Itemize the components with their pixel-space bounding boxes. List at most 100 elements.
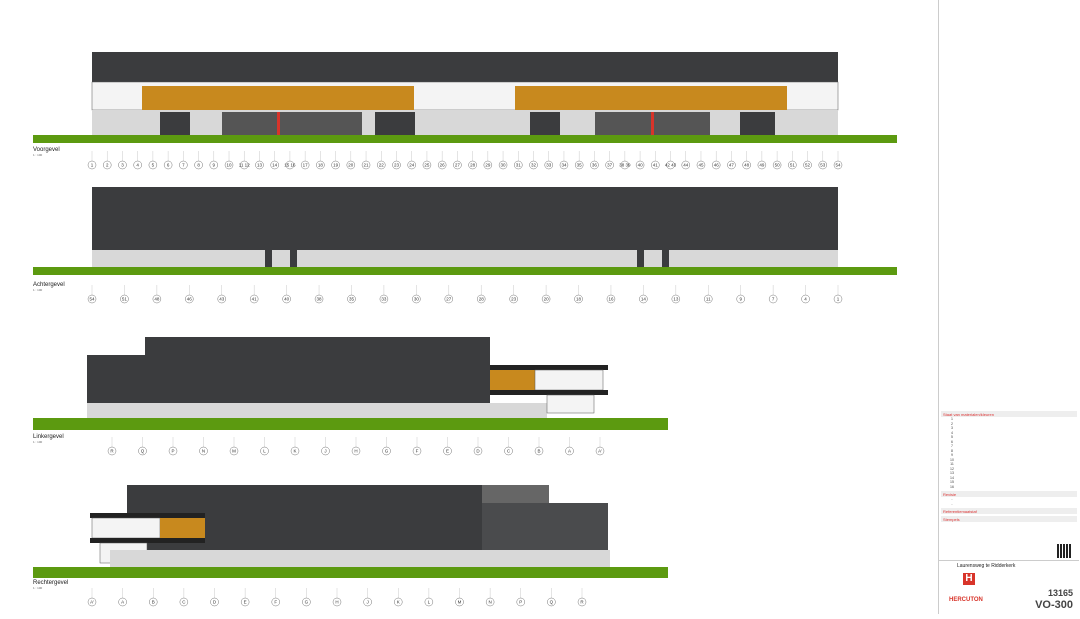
grid-axis-label: 11 12 (239, 163, 250, 168)
grid-axis-bubble (666, 160, 675, 170)
grid-axis-label: 25 (424, 163, 430, 168)
grid-axis-label: 30 (414, 297, 420, 302)
grid-axis-bubble (271, 597, 280, 607)
grid-axis-bubble (514, 160, 523, 170)
grid-axis-bubble (595, 446, 605, 456)
grid-axis-label: 38 (317, 297, 323, 302)
grid-axis-bubble (149, 597, 158, 607)
grid-axis-bubble (102, 160, 112, 170)
grid-axis-label: 1 (91, 163, 94, 168)
grid-axis-label: J (367, 600, 369, 605)
grid-axis-bubble (529, 160, 538, 170)
grid-axis-bubble (118, 160, 127, 170)
material-row: 5 (941, 435, 1077, 440)
material-row: 7 (941, 444, 1077, 449)
material-row: 12 (941, 467, 1077, 472)
title-block: Laurensweg te Ridderkerk H HERCUTON 1316… (939, 560, 1079, 613)
grid-axis-bubble (833, 294, 843, 304)
grid-axis-label: 40 (638, 163, 644, 168)
grid-axis-bubble (639, 294, 648, 304)
grid-axis-bubble (534, 446, 544, 456)
grid-axis-label: 2 (106, 163, 109, 168)
grid-axis-bubble (453, 160, 462, 170)
rear-elevation (33, 187, 897, 275)
grid-axis-bubble (788, 160, 797, 170)
grid-axis-label: 22 (379, 163, 385, 168)
grid-axis-label: 40 (284, 297, 290, 302)
grid-axis-bubble (635, 160, 645, 170)
material-number: 7 (951, 444, 953, 448)
grid-axis-bubble (768, 294, 778, 304)
grid-axis-bubble (681, 160, 691, 170)
grid-axis-bubble (476, 294, 486, 304)
grid-axis-bubble (290, 446, 300, 456)
material-row: 10 (941, 458, 1077, 463)
grid-axis-bubble (133, 160, 142, 170)
grid-axis-label: 7 (772, 297, 775, 302)
grid-axis-label: 35 (349, 297, 355, 302)
grid-axis-bubble (120, 294, 129, 304)
grid-axis-label: K (293, 449, 296, 454)
grid-axis-label: 4 (804, 297, 807, 302)
grid-axis-label: 5 (152, 163, 155, 168)
grid-axis-bubble (544, 160, 553, 170)
grid-axis-bubble (148, 160, 158, 170)
grid-axis-bubble (736, 294, 745, 304)
grid-axis-bubble (516, 597, 525, 607)
revision-entry: - (951, 501, 953, 506)
hercuton-logo-icon: H (963, 573, 975, 585)
material-number: 5 (951, 435, 953, 439)
grid-axis-label: 23 (394, 163, 400, 168)
grid-axis-label: 47 (729, 163, 735, 168)
grid-axis-label: 30 (501, 163, 507, 168)
grid-axis-label: 14 (272, 163, 278, 168)
grid-axis-bubble (620, 160, 630, 170)
material-number: 3 (951, 426, 953, 430)
material-number: 9 (951, 453, 953, 457)
grid-axis-label: 29 (485, 163, 491, 168)
grid-axis-bubble (285, 160, 295, 170)
grid-axis-label: 27 (455, 163, 461, 168)
grid-axis-label: L (263, 449, 266, 454)
grid-axis-bubble (194, 160, 203, 170)
grid-axis-bubble (803, 160, 812, 170)
qr-code-icon (1057, 544, 1071, 558)
grid-axis-bubble (316, 160, 325, 170)
grid-axis-bubble (363, 597, 372, 607)
grid-axis-label: 44 (683, 163, 689, 168)
grid-axis-bubble (742, 160, 751, 170)
grid-axis-label: 19 (333, 163, 339, 168)
grid-axis-label: 46 (714, 163, 720, 168)
grid-axis-label: P (171, 449, 174, 454)
grid-axis-bubble (379, 294, 389, 304)
material-row: 1 (941, 417, 1077, 422)
material-row: 11 (941, 462, 1077, 467)
grid-axis-label: 33 (381, 297, 387, 302)
grid-axis-label: 6 (167, 163, 170, 168)
grid-axis-bubble (138, 446, 147, 456)
grid-axis-label: 13 (673, 297, 679, 302)
grid-axis-bubble (179, 160, 188, 170)
grid-axis-label: 17 (303, 163, 309, 168)
grid-axis-bubble (300, 160, 310, 170)
grid-axis-label: 48 (744, 163, 750, 168)
grid-axis-bubble (541, 294, 551, 304)
grid-axis-bubble (217, 294, 226, 304)
grid-axis-label: 50 (775, 163, 781, 168)
grid-axis-label: 54 (89, 297, 95, 302)
material-number: 4 (951, 430, 953, 435)
grid-axis-bubble (704, 294, 713, 304)
grid-axis-bubble (209, 160, 219, 170)
grid-axis-bubble (547, 597, 556, 607)
grid-axis-bubble (87, 597, 97, 607)
grid-axis-bubble (377, 160, 386, 170)
grid-axis-label: H (335, 600, 338, 605)
grid-axis-label: 49 (759, 163, 765, 168)
grid-axis-label: 28 (479, 297, 485, 302)
grid-axis-bubble (574, 160, 584, 170)
grid-axis-label: 41 (653, 163, 659, 168)
material-number: 10 (950, 457, 954, 462)
